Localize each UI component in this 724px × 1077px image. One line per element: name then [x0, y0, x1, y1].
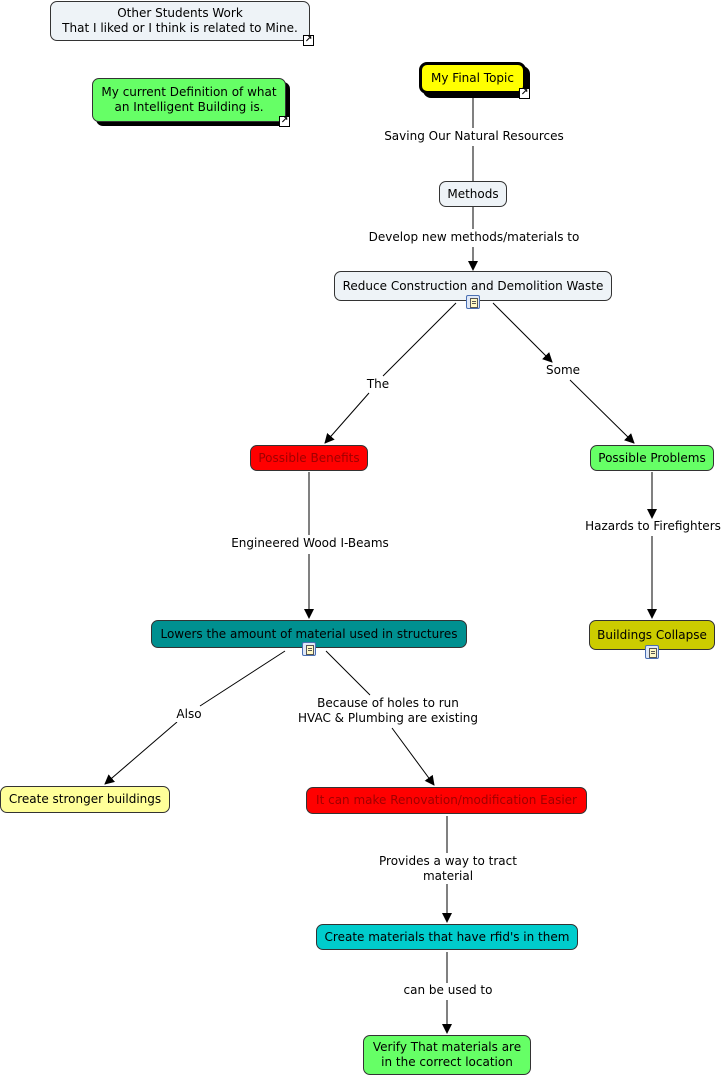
edge-because-renovation	[391, 727, 435, 786]
node-possible-problems[interactable]: Possible Problems	[590, 445, 714, 471]
node-verify-location[interactable]: Verify That materials are in the correct…	[363, 1035, 531, 1075]
edge-some-problems	[569, 379, 635, 444]
link-saving-resources[interactable]: Saving Our Natural Resources	[372, 129, 576, 144]
node-methods[interactable]: Methods	[439, 181, 507, 207]
link-some[interactable]: Some	[540, 363, 586, 378]
shortcut-link-icon[interactable]: ↗	[279, 116, 290, 127]
node-definition[interactable]: My current Definition of what an Intelli…	[92, 78, 286, 122]
link-hazards-firefighters[interactable]: Hazards to Firefighters	[580, 519, 724, 534]
link-provides-track[interactable]: Provides a way to tract material	[368, 854, 528, 884]
edge-reduce-some	[492, 302, 553, 363]
node-stronger-buildings[interactable]: Create stronger buildings	[0, 786, 170, 813]
node-other-students-work[interactable]: Other Students Work That I liked or I th…	[50, 1, 310, 41]
node-rfid-materials[interactable]: Create materials that have rfid's in the…	[316, 924, 578, 950]
node-possible-benefits[interactable]: Possible Benefits	[250, 445, 368, 471]
document-icon[interactable]	[302, 642, 316, 656]
node-renovation-easier[interactable]: It can make Renovation/modification Easi…	[306, 787, 587, 814]
node-final-topic[interactable]: My Final Topic	[419, 62, 526, 94]
edge-reduce-the	[382, 302, 457, 377]
link-because-holes[interactable]: Because of holes to run HVAC & Plumbing …	[280, 696, 496, 726]
link-the[interactable]: The	[360, 377, 396, 392]
document-icon[interactable]	[466, 295, 480, 309]
shortcut-link-icon[interactable]: ↗	[303, 35, 314, 46]
edge-the-benefits	[324, 392, 370, 444]
edge-lowers-also	[199, 650, 286, 707]
document-icon[interactable]	[645, 645, 659, 659]
edge-lowers-because	[325, 650, 371, 696]
link-also[interactable]: Also	[170, 707, 208, 722]
link-can-be-used[interactable]: can be used to	[394, 983, 502, 998]
shortcut-link-icon[interactable]: ↗	[519, 88, 530, 99]
edge-also-stronger	[104, 721, 178, 785]
link-develop-methods[interactable]: Develop new methods/materials to	[358, 230, 590, 245]
link-engineered-wood[interactable]: Engineered Wood I-Beams	[220, 536, 400, 551]
